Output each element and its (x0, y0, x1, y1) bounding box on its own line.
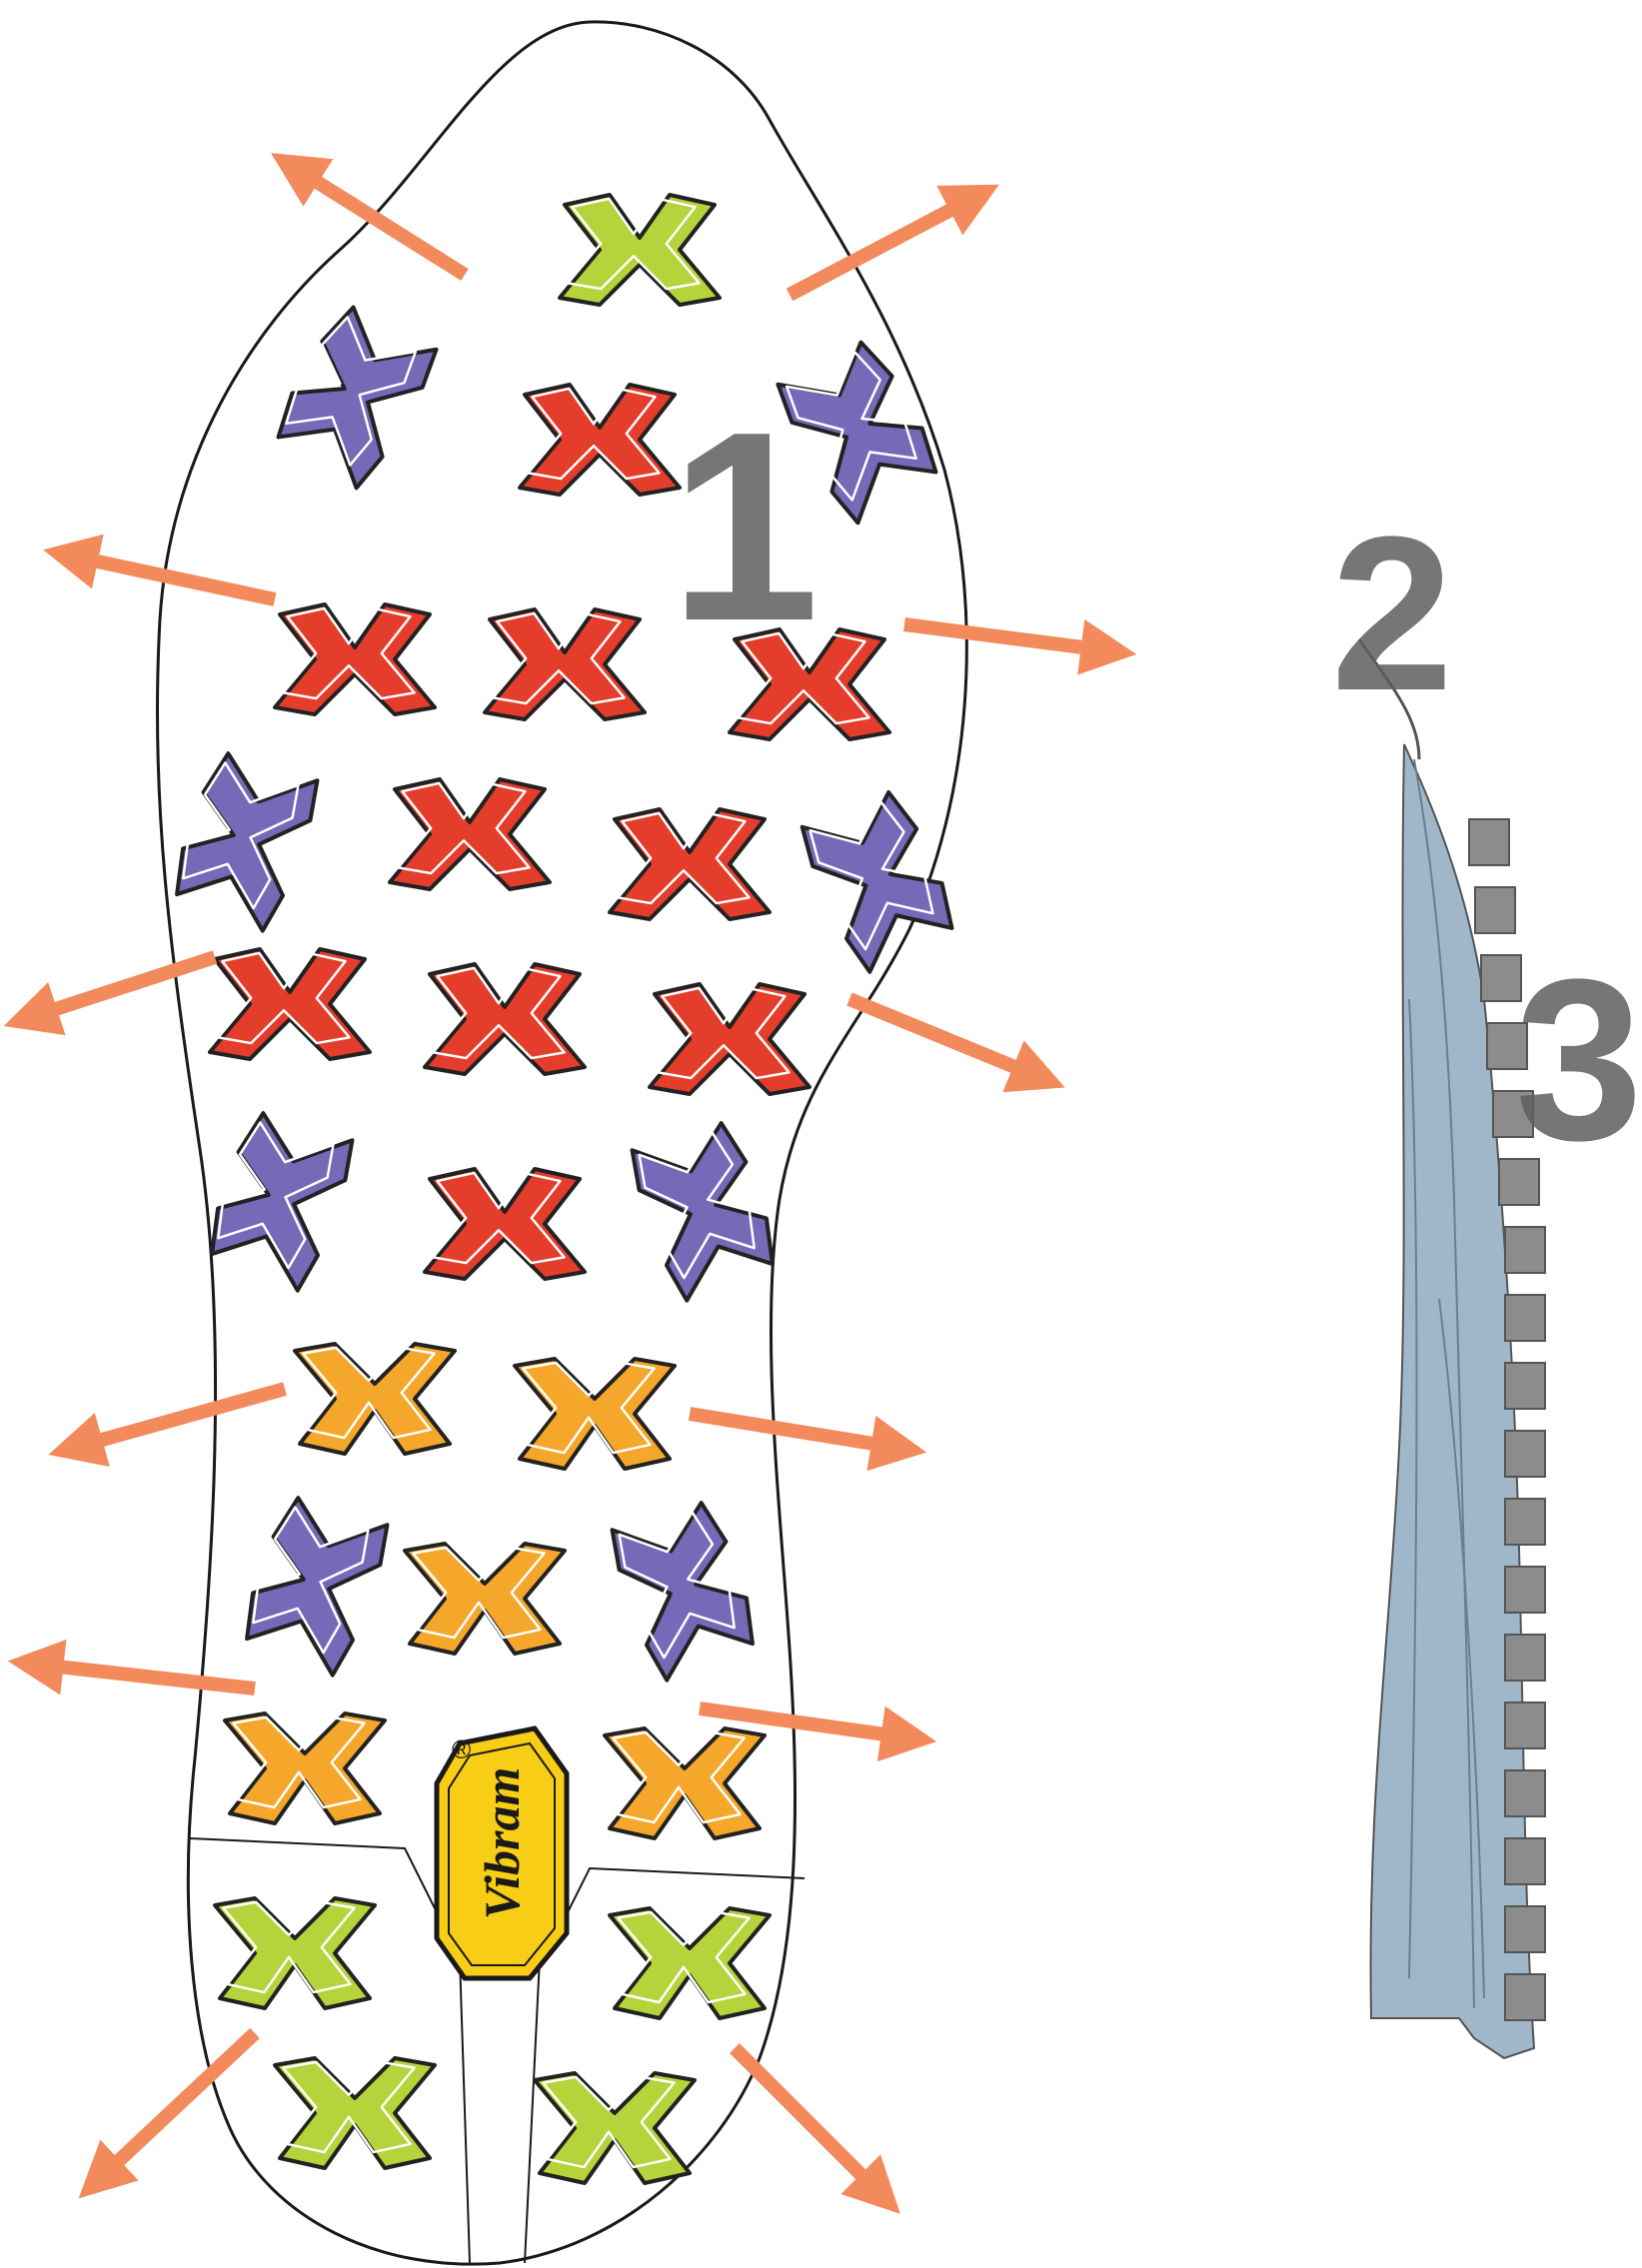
tread-lug (1505, 1227, 1545, 1273)
tread-lug (1505, 1363, 1545, 1409)
vibram-logo-icon: Vibram (437, 1728, 567, 1978)
tread-lug (1505, 1770, 1545, 1816)
tread-lug (1469, 819, 1509, 865)
tread-lug (1505, 1295, 1545, 1341)
tread-lug (1505, 1702, 1545, 1748)
arrow-icon (735, 2048, 884, 2198)
callout-3: 3 (1515, 931, 1642, 1188)
arrow-icon (849, 999, 1044, 1079)
registered-mark: ® (452, 1734, 471, 1764)
tread-lug (1505, 1431, 1545, 1477)
tread-lug (1475, 887, 1515, 933)
tread-lug (1505, 1838, 1545, 1884)
tread-lug (1505, 1906, 1545, 1952)
tread-lug (1505, 1567, 1545, 1613)
callout-1: 1 (670, 377, 820, 677)
callout-2: 2 (1331, 491, 1453, 736)
tread-lug (1505, 1974, 1545, 2020)
tread-lug (1505, 1635, 1545, 1681)
side-profile (1359, 639, 1545, 2058)
tread-lug (1505, 1499, 1545, 1545)
vibram-logo-text: Vibram (474, 1767, 530, 1920)
